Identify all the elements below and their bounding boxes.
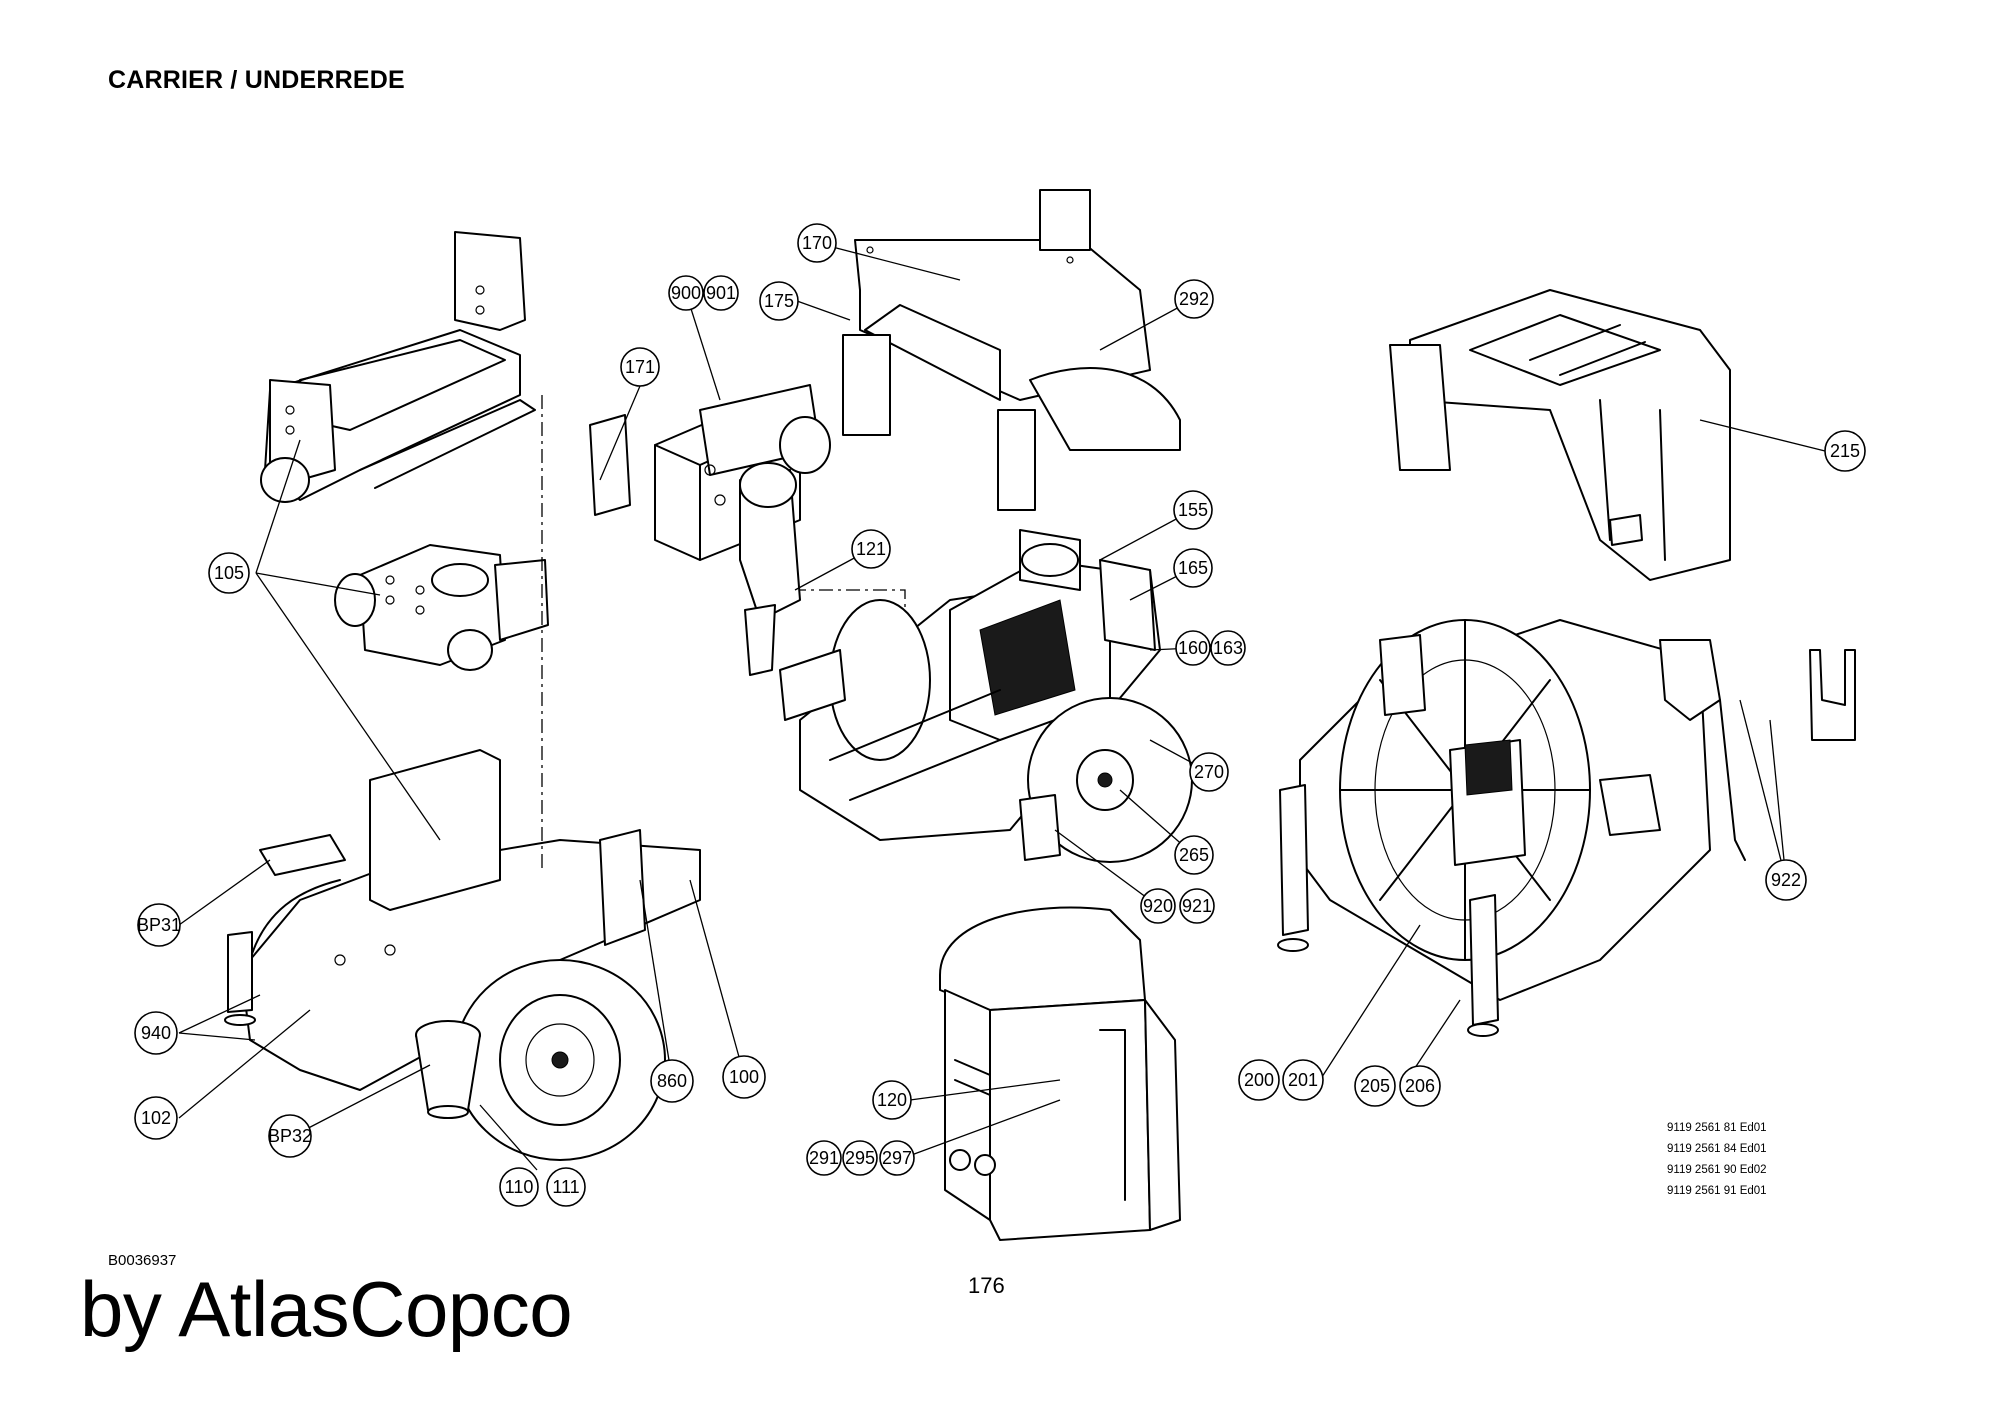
svg-text:901: 901	[706, 283, 736, 303]
callout-297[interactable]: 297	[879, 1140, 915, 1176]
svg-text:201: 201	[1288, 1070, 1318, 1090]
svg-text:200: 200	[1244, 1070, 1274, 1090]
svg-text:900: 900	[671, 283, 701, 303]
edition-line: 9119 2561 84 Ed01	[1667, 1143, 1767, 1155]
callout-920[interactable]: 920	[1140, 888, 1176, 924]
callout-111[interactable]: 111	[546, 1167, 586, 1207]
callout-100[interactable]: 100	[722, 1055, 766, 1099]
edition-list: 9119 2561 81 Ed01 9119 2561 84 Ed01 9119…	[1667, 1118, 1767, 1202]
svg-text:102: 102	[141, 1108, 171, 1128]
svg-text:920: 920	[1143, 896, 1173, 916]
page-number: 176	[968, 1273, 1005, 1298]
callout-200[interactable]: 200	[1238, 1059, 1280, 1101]
edition-line: 9119 2561 90 Ed02	[1667, 1164, 1767, 1176]
svg-text:940: 940	[141, 1023, 171, 1043]
callout-921[interactable]: 921	[1179, 888, 1215, 924]
svg-text:120: 120	[877, 1090, 907, 1110]
callout-215[interactable]: 215	[1824, 430, 1866, 472]
callout-922[interactable]: 922	[1765, 859, 1807, 901]
svg-text:297: 297	[882, 1148, 912, 1168]
callout-940[interactable]: 940	[134, 1011, 178, 1055]
callout-160[interactable]: 160	[1175, 630, 1211, 666]
front-carrier-drawing	[224, 749, 701, 1161]
svg-text:121: 121	[856, 539, 886, 559]
oscillation-joint-drawing	[334, 544, 549, 671]
callout-291[interactable]: 291	[806, 1140, 842, 1176]
svg-text:921: 921	[1182, 896, 1212, 916]
callout-860[interactable]: 860	[650, 1059, 694, 1103]
callout-206[interactable]: 206	[1399, 1065, 1441, 1107]
document-code: B0036937	[108, 1252, 177, 1269]
svg-text:BP31: BP31	[137, 915, 181, 935]
svg-text:265: 265	[1179, 845, 1209, 865]
callout-295[interactable]: 295	[842, 1140, 878, 1176]
svg-text:175: 175	[764, 291, 794, 311]
hose-reel-motor-drawing	[589, 384, 831, 676]
callout-201[interactable]: 201	[1282, 1059, 1324, 1101]
callout-102[interactable]: 102	[134, 1096, 178, 1140]
callout-BP31[interactable]: BP31	[137, 903, 181, 947]
leader-lines	[178, 242, 1826, 1171]
callout-900[interactable]: 900	[668, 275, 704, 311]
edition-line: 9119 2561 81 Ed01	[1667, 1122, 1767, 1134]
callout-205[interactable]: 205	[1354, 1065, 1396, 1107]
brand-footer: by AtlasCopco	[80, 1265, 573, 1353]
svg-text:163: 163	[1213, 638, 1243, 658]
svg-text:270: 270	[1194, 762, 1224, 782]
engine-frame-drawing	[779, 529, 1193, 863]
svg-text:165: 165	[1178, 558, 1208, 578]
svg-text:206: 206	[1405, 1076, 1435, 1096]
svg-text:155: 155	[1178, 500, 1208, 520]
callout-270[interactable]: 270	[1189, 752, 1229, 792]
callout-155[interactable]: 155	[1173, 490, 1213, 530]
callout-121[interactable]: 121	[851, 529, 891, 569]
callout-120[interactable]: 120	[872, 1080, 912, 1120]
page-title: CARRIER / UNDERREDE	[108, 66, 405, 94]
svg-text:171: 171	[625, 357, 655, 377]
svg-text:100: 100	[729, 1067, 759, 1087]
callout-105[interactable]: 105	[208, 552, 250, 594]
front-frame-drawing	[260, 231, 536, 503]
svg-text:160: 160	[1178, 638, 1208, 658]
svg-text:922: 922	[1771, 870, 1801, 890]
callout-BP32[interactable]: BP32	[268, 1114, 312, 1158]
callout-292[interactable]: 292	[1174, 279, 1214, 319]
callout-901[interactable]: 901	[703, 275, 739, 311]
svg-text:295: 295	[845, 1148, 875, 1168]
callout-175[interactable]: 175	[759, 281, 799, 321]
callout-110[interactable]: 110	[499, 1167, 539, 1207]
svg-text:105: 105	[214, 563, 244, 583]
svg-text:860: 860	[657, 1071, 687, 1091]
svg-text:205: 205	[1360, 1076, 1390, 1096]
callout-265[interactable]: 265	[1174, 835, 1214, 875]
cab-drawing	[939, 906, 1181, 1241]
edition-line: 9119 2561 91 Ed01	[1667, 1185, 1767, 1197]
rear-canopy-drawing	[1389, 289, 1731, 581]
svg-text:292: 292	[1179, 289, 1209, 309]
svg-text:111: 111	[552, 1177, 579, 1197]
callout-171[interactable]: 171	[620, 347, 660, 387]
svg-text:291: 291	[809, 1148, 839, 1168]
svg-text:BP32: BP32	[268, 1126, 312, 1146]
callout-163[interactable]: 163	[1210, 630, 1246, 666]
hose-reel-carrier-drawing	[1277, 619, 1856, 1037]
callout-170[interactable]: 170	[797, 223, 837, 263]
svg-text:170: 170	[802, 233, 832, 253]
engine-hood-drawing	[842, 189, 1181, 511]
svg-text:110: 110	[505, 1177, 534, 1197]
callout-165[interactable]: 165	[1173, 548, 1213, 588]
svg-text:215: 215	[1830, 441, 1860, 461]
callouts: 105 900 901 171 175 170 292 215 121 155 …	[134, 223, 1866, 1207]
